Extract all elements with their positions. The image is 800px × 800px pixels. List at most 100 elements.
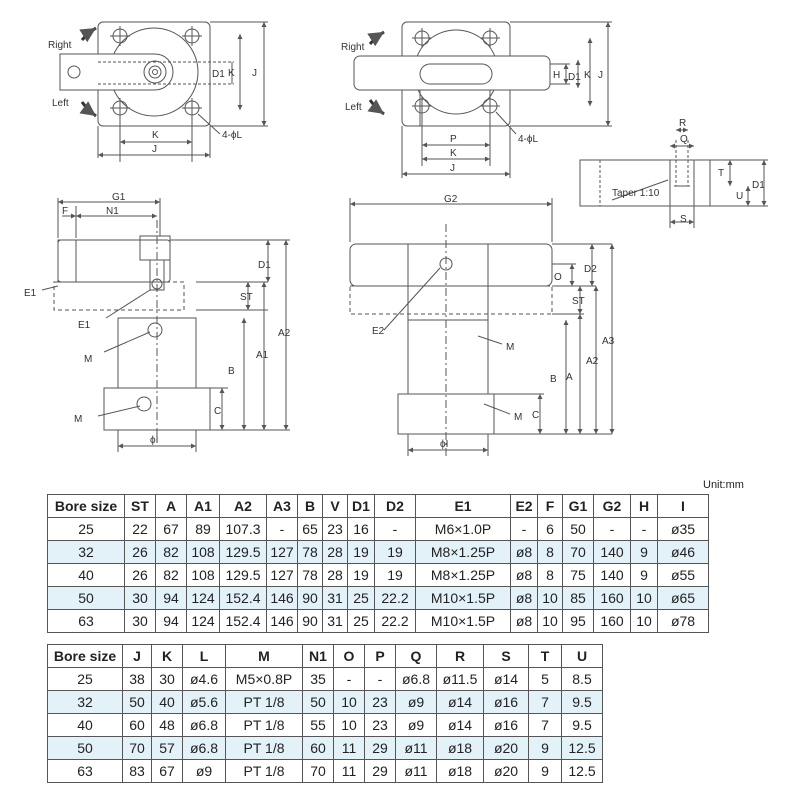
table-cell: 146 xyxy=(266,586,298,610)
table-cell: 25 xyxy=(347,586,375,610)
table-cell: 60 xyxy=(122,713,152,737)
table-cell: 63 xyxy=(47,609,125,633)
table-cell: 50 xyxy=(47,586,125,610)
table-cell: 78 xyxy=(297,540,323,564)
table-cell: 127 xyxy=(266,540,298,564)
table-cell: 124 xyxy=(186,586,220,610)
table-cell: PT 1/8 xyxy=(225,713,303,737)
table-cell: 129.5 xyxy=(219,540,267,564)
table-cell: 9 xyxy=(630,563,658,587)
table-cell: PT 1/8 xyxy=(225,759,303,783)
table-cell: 10 xyxy=(630,586,658,610)
table-cell: 10 xyxy=(537,586,563,610)
column-header: ST xyxy=(124,494,156,518)
label-o: O xyxy=(554,272,562,283)
table-cell: ø9 xyxy=(395,690,437,714)
table-cell: 29 xyxy=(364,759,396,783)
column-header: V xyxy=(322,494,348,518)
table-cell: - xyxy=(593,517,631,541)
table-cell: 67 xyxy=(155,517,187,541)
label-b-1: B xyxy=(228,366,235,377)
table-cell: 26 xyxy=(124,540,156,564)
table-cell: - xyxy=(333,667,365,691)
label-g1: G1 xyxy=(112,192,126,203)
table-cell: M6×1.0P xyxy=(415,517,511,541)
table-cell: ø18 xyxy=(436,736,484,760)
column-header: G1 xyxy=(562,494,594,518)
label-n1: N1 xyxy=(106,206,119,217)
table-cell: 11 xyxy=(333,736,365,760)
table-cell: ø9 xyxy=(395,713,437,737)
table-cell: PT 1/8 xyxy=(225,690,303,714)
table-cell: 67 xyxy=(151,759,183,783)
table-cell: - xyxy=(374,517,416,541)
table-cell: 31 xyxy=(322,609,348,633)
table-cell: 40 xyxy=(47,713,123,737)
table-cell: - xyxy=(510,517,538,541)
table-cell: 85 xyxy=(562,586,594,610)
label-d1-2: D1 xyxy=(568,72,581,83)
table-cell: 90 xyxy=(297,609,323,633)
label-f: F xyxy=(62,206,68,217)
label-phii-1: ϕI xyxy=(150,435,158,446)
table-cell: 140 xyxy=(593,563,631,587)
front-view-1 xyxy=(41,198,290,452)
column-header: H xyxy=(630,494,658,518)
label-m-c: M xyxy=(506,342,514,353)
column-header: I xyxy=(657,494,709,518)
column-header: M xyxy=(225,644,303,668)
table-cell: ø8 xyxy=(510,609,538,633)
label-a-2: A xyxy=(566,372,573,383)
table-cell: 107.3 xyxy=(219,517,267,541)
table-cell: 6 xyxy=(537,517,563,541)
column-header: A2 xyxy=(219,494,267,518)
label-g2: G2 xyxy=(444,194,458,205)
table-cell: ø8 xyxy=(510,563,538,587)
table-cell: ø6.8 xyxy=(182,736,226,760)
table-cell: ø11 xyxy=(395,759,437,783)
label-left-1: Left xyxy=(52,98,69,109)
label-b-2: B xyxy=(550,374,557,385)
column-header: L xyxy=(182,644,226,668)
table-cell: PT 1/8 xyxy=(225,736,303,760)
table-cell: ø78 xyxy=(657,609,709,633)
table-cell: 50 xyxy=(47,736,123,760)
label-d1-1: D1 xyxy=(212,69,225,80)
label-r: R xyxy=(679,118,686,129)
column-header: P xyxy=(364,644,396,668)
label-c-1: C xyxy=(214,406,221,417)
table-cell: 25 xyxy=(47,667,123,691)
table-cell: ø11 xyxy=(395,736,437,760)
label-k-2: K xyxy=(584,70,591,81)
table-cell: 30 xyxy=(124,609,156,633)
table-cell: - xyxy=(266,517,298,541)
label-m-d: M xyxy=(514,412,522,423)
table-cell: ø18 xyxy=(436,759,484,783)
table-cell: ø16 xyxy=(483,690,529,714)
label-c-2: C xyxy=(532,410,539,421)
table-cell: 94 xyxy=(155,586,187,610)
table-cell: 78 xyxy=(297,563,323,587)
column-header: O xyxy=(333,644,365,668)
table-cell: 160 xyxy=(593,586,631,610)
label-phii-2: ϕI xyxy=(440,439,448,450)
table-cell: ø16 xyxy=(483,713,529,737)
label-a2-1: A2 xyxy=(278,328,291,339)
label-d1-4: D1 xyxy=(258,260,271,271)
table-cell: 108 xyxy=(186,540,220,564)
table-cell: - xyxy=(364,667,396,691)
table-cell: 19 xyxy=(374,563,416,587)
label-left-2: Left xyxy=(345,102,362,113)
table-cell: ø14 xyxy=(483,667,529,691)
table-cell: 7 xyxy=(528,713,562,737)
table-cell: 50 xyxy=(122,690,152,714)
table-cell: 70 xyxy=(302,759,334,783)
